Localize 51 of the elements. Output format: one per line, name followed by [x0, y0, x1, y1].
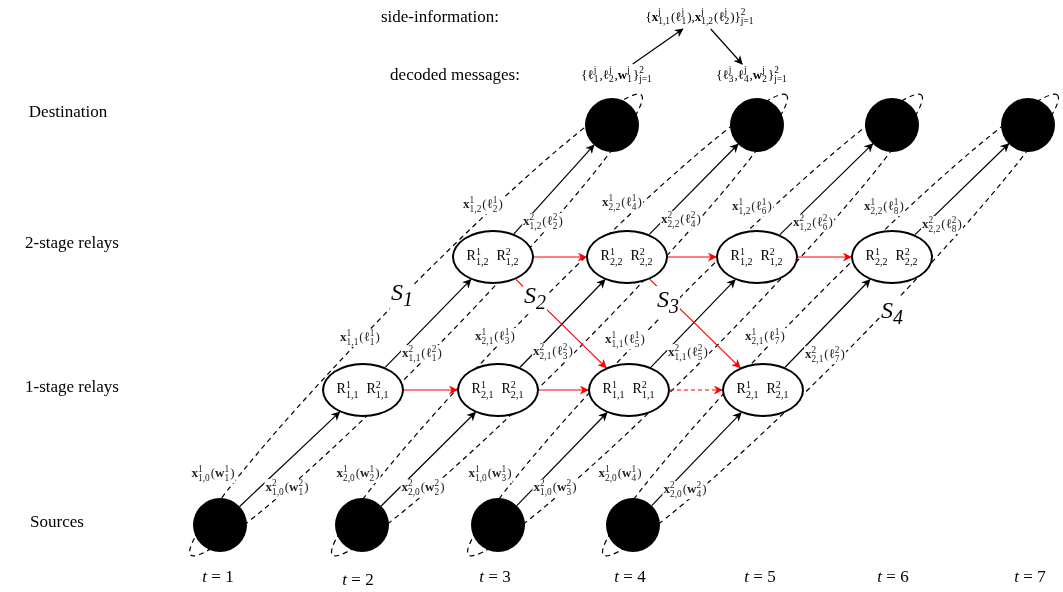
set-label: S$_{3}$: [656, 286, 680, 318]
arrow: [403, 385, 458, 395]
arrow: [779, 143, 874, 236]
signal-label: x$^{2}$$_{2,1}$(ℓ$^{2}$$_{3}$): [532, 343, 574, 361]
signal-label: x$^{2}$$_{2,0}$(w$^{2}$$_{2}$): [400, 479, 446, 497]
signal-label: x$^{2}$$_{2,1}$(ℓ$^{2}$$_{7}$): [804, 346, 846, 364]
signal-label: x$^{1}$$_{1,2}$(ℓ$^{1}$$_{2}$): [462, 196, 504, 214]
arrow: [710, 28, 743, 65]
relay-ellipse: [322, 363, 404, 417]
arrow: [516, 412, 608, 507]
filled-circle: [193, 498, 247, 552]
signal-label: x$^{2}$$_{1,2}$(ℓ$^{2}$$_{2}$): [522, 213, 564, 231]
filled-circle: [585, 98, 639, 152]
arrow: [538, 385, 589, 395]
relay-ellipse: [452, 230, 534, 284]
heading-label: decoded messages:: [389, 65, 521, 85]
signal-label: x$^{1}$$_{2,1}$(ℓ$^{1}$$_{3}$): [474, 328, 516, 346]
filled-circle: [730, 98, 784, 152]
arrow: [669, 385, 723, 395]
filled-circle: [606, 498, 660, 552]
arrow: [667, 252, 717, 262]
arrow: [239, 411, 341, 508]
row-label: 2-stage relays: [24, 233, 120, 253]
signal-label: x$^{1}$$_{2,2}$(ℓ$^{1}$$_{8}$): [863, 198, 905, 216]
signal-label: x$^{1}$$_{1,1}$(ℓ$^{1}$$_{1}$): [339, 329, 381, 347]
arrow: [384, 279, 472, 368]
filled-circle: [335, 498, 389, 552]
signal-label: x$^{1}$$_{2,1}$(ℓ$^{1}$$_{7}$): [744, 328, 786, 346]
arrow: [380, 411, 476, 507]
set-label: S$_{2}$: [523, 282, 547, 314]
arrow: [513, 144, 595, 235]
arrow: [784, 279, 871, 368]
filled-circle: [471, 498, 525, 552]
row-label: 1-stage relays: [24, 377, 120, 397]
filled-circle: [865, 98, 919, 152]
signal-label: x$^{2}$$_{2,0}$(w$^{2}$$_{4}$): [662, 481, 708, 499]
signal-label: x$^{2}$$_{1,0}$(w$^{2}$$_{3}$): [532, 479, 578, 497]
signal-label: x$^{2}$$_{2,2}$(ℓ$^{2}$$_{8}$): [921, 216, 963, 234]
signal-label: x$^{2}$$_{1,1}$(ℓ$^{2}$$_{1}$): [401, 345, 443, 363]
signal-label: x$^{2}$$_{1,2}$(ℓ$^{2}$$_{6}$): [792, 214, 834, 232]
signal-label: x$^{1}$$_{2,2}$(ℓ$^{1}$$_{4}$): [601, 194, 643, 212]
filled-circle: [1001, 98, 1055, 152]
arrow: [632, 28, 684, 65]
signal-label: x$^{2}$$_{1,0}$(w$^{2}$$_{1}$): [264, 479, 310, 497]
arrow: [797, 252, 852, 262]
signal-label: x$^{2}$$_{2,2}$(ℓ$^{2}$$_{4}$): [660, 211, 702, 229]
arrow: [533, 252, 587, 262]
signal-label: x$^{2}$$_{1,1}$(ℓ$^{2}$$_{5}$): [667, 344, 709, 362]
signal-label: x$^{1}$$_{1,1}$(ℓ$^{1}$$_{5}$): [604, 331, 646, 349]
signal-label: x$^{1}$$_{1,2}$(ℓ$^{1}$$_{6}$): [731, 198, 773, 216]
arrow: [648, 143, 739, 235]
